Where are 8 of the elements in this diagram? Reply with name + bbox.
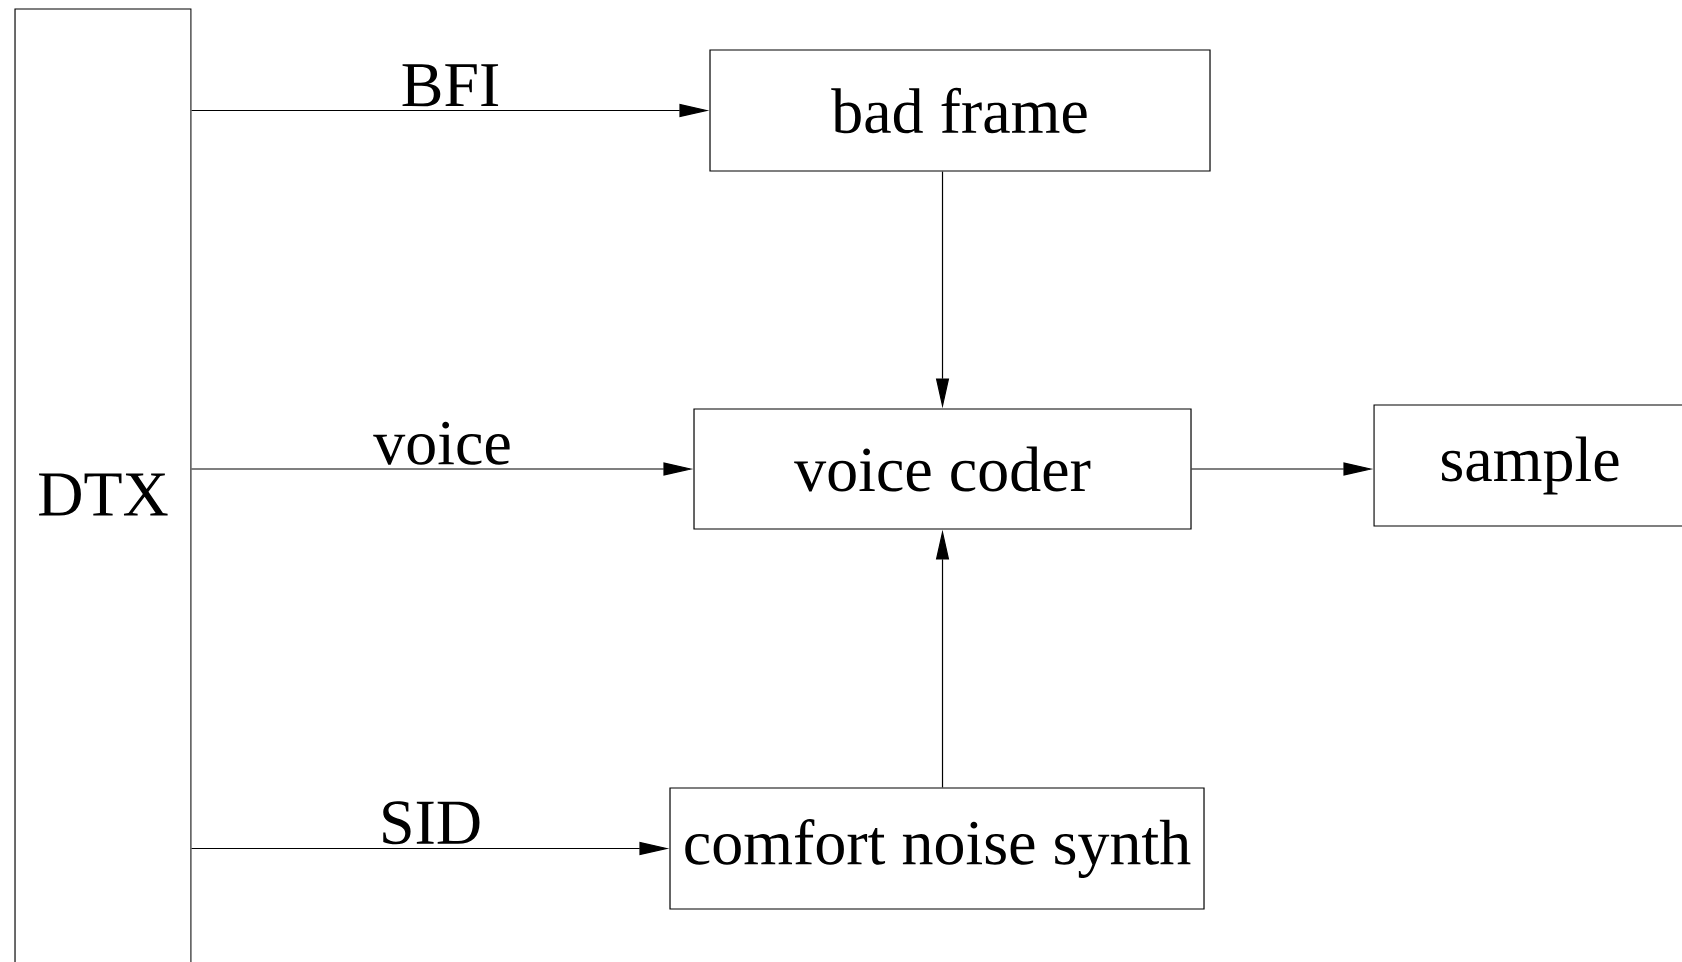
- process-box: bad frame: [709, 49, 1211, 172]
- edge-label: voice: [371, 419, 514, 467]
- process-box: voice coder: [693, 408, 1192, 530]
- process-box: comfort noise synth: [669, 787, 1205, 910]
- process-box: DTX: [14, 8, 192, 962]
- edge-label: BFI: [398, 62, 503, 109]
- process-box: sample: [1373, 404, 1682, 527]
- edge-label: SID: [376, 799, 485, 847]
